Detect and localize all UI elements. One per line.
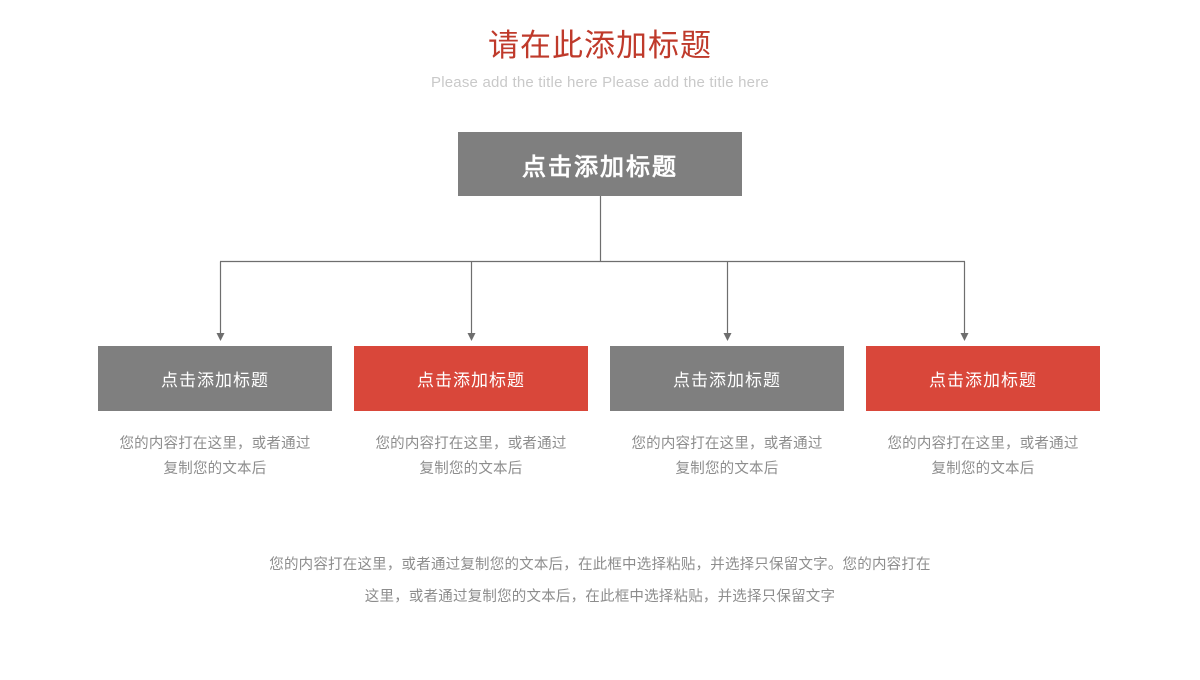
arrowhead-icon-3 (723, 333, 732, 341)
arrowhead-icon-4 (960, 333, 969, 341)
slide-header: 请在此添加标题 Please add the title here Please… (0, 26, 1200, 94)
child-node-caption-3: 您的内容打在这里，或者通过 复制您的文本后 (610, 432, 844, 482)
child-node-1: 点击添加标题 您的内容打在这里，或者通过 复制您的文本后 (98, 346, 332, 482)
child-caption-line-3b: 复制您的文本后 (675, 461, 779, 477)
child-node-box-3[interactable]: 点击添加标题 (610, 346, 844, 411)
arrowhead-icon-2 (467, 333, 476, 341)
page-title: 请在此添加标题 (488, 28, 712, 63)
child-caption-line-2b: 复制您的文本后 (419, 461, 523, 477)
child-node-caption-1: 您的内容打在这里，或者通过 复制您的文本后 (98, 432, 332, 482)
footer-note-line-1: 您的内容打在这里，或者通过复制您的文本后，在此框中选择粘贴，并选择只保留文字。您… (269, 557, 931, 573)
child-node-box-1[interactable]: 点击添加标题 (98, 346, 332, 411)
child-caption-line-1a: 您的内容打在这里，或者通过 (119, 436, 311, 452)
page-subtitle: Please add the title here Please add the… (431, 74, 769, 91)
child-node-2: 点击添加标题 您的内容打在这里，或者通过 复制您的文本后 (354, 346, 588, 482)
child-node-row: 点击添加标题 您的内容打在这里，或者通过 复制您的文本后 点击添加标题 您的内容… (98, 346, 1102, 496)
child-node-box-2[interactable]: 点击添加标题 (354, 346, 588, 411)
child-node-3: 点击添加标题 您的内容打在这里，或者通过 复制您的文本后 (610, 346, 844, 482)
child-node-label-2: 点击添加标题 (417, 371, 525, 390)
child-node-label-3: 点击添加标题 (673, 371, 781, 390)
child-caption-line-4b: 复制您的文本后 (931, 461, 1035, 477)
child-caption-line-4a: 您的内容打在这里，或者通过 (887, 436, 1079, 452)
child-node-label-1: 点击添加标题 (161, 371, 269, 390)
footer-note-line-2: 这里，或者通过复制您的文本后，在此框中选择粘贴，并选择只保留文字 (364, 589, 836, 605)
child-caption-line-1b: 复制您的文本后 (163, 461, 267, 477)
child-node-4: 点击添加标题 您的内容打在这里，或者通过 复制您的文本后 (866, 346, 1100, 482)
child-node-caption-4: 您的内容打在这里，或者通过 复制您的文本后 (866, 432, 1100, 482)
child-node-caption-2: 您的内容打在这里，或者通过 复制您的文本后 (354, 432, 588, 482)
child-caption-line-3a: 您的内容打在这里，或者通过 (631, 436, 823, 452)
arrowhead-icon-1 (216, 333, 225, 341)
root-node-label: 点击添加标题 (522, 153, 678, 181)
footer-note: 您的内容打在这里，或者通过复制您的文本后，在此框中选择粘贴，并选择只保留文字。您… (200, 549, 1000, 613)
root-node-box[interactable]: 点击添加标题 (458, 132, 742, 196)
child-caption-line-2a: 您的内容打在这里，或者通过 (375, 436, 567, 452)
child-node-label-4: 点击添加标题 (929, 371, 1037, 390)
child-node-box-4[interactable]: 点击添加标题 (866, 346, 1100, 411)
